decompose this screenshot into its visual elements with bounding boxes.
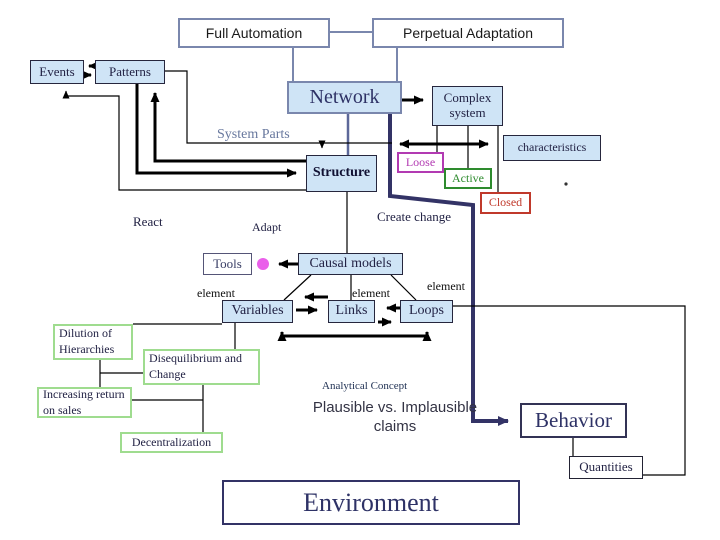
stray-dot [564, 182, 568, 186]
label-system-parts: System Parts [217, 127, 290, 142]
node-patterns: Patterns [95, 60, 165, 84]
node-events: Events [30, 60, 84, 84]
label-analytical-concept: Analytical Concept [322, 380, 408, 392]
thin-connectors [62, 70, 686, 476]
node-network: Network [287, 81, 402, 114]
label-element-variables: element [197, 286, 235, 300]
node-closed: Closed [480, 192, 531, 214]
node-full-automation: Full Automation [178, 18, 330, 48]
node-decentralization: Decentralization [120, 432, 223, 453]
node-variables: Variables [222, 300, 293, 323]
node-links: Links [328, 300, 375, 323]
label-element-links: element [352, 286, 390, 300]
node-dilution-of-hierarchies: Dilution of Hierarchies [53, 324, 133, 360]
label-create-change: Create change [377, 209, 451, 224]
node-characteristics: characteristics [503, 135, 601, 161]
frame-connectors [292, 31, 398, 155]
label-element-loops: element [427, 279, 465, 293]
node-environment: Environment [222, 480, 520, 525]
node-quantities: Quantities [569, 456, 643, 479]
node-causal-models: Causal models [298, 253, 403, 275]
node-disequilibrium-and-change: Disequilibrium and Change [143, 349, 260, 385]
pink-connector-dot [257, 258, 269, 270]
node-increasing-return-on-sales: Increasing return on sales [37, 387, 132, 418]
label-plausible-claims: Plausible vs. Implausible claims [312, 399, 478, 435]
node-behavior: Behavior [520, 403, 627, 438]
node-complex-system: Complex system [432, 86, 503, 126]
thick-arrows [82, 61, 489, 341]
label-react: React [133, 214, 163, 229]
node-loose: Loose [397, 152, 444, 173]
node-tools: Tools [203, 253, 252, 275]
node-loops: Loops [400, 300, 453, 323]
network-to-behavior-line [388, 114, 509, 426]
node-structure: Structure [306, 155, 377, 192]
node-perpetual-adaptation: Perpetual Adaptation [372, 18, 564, 48]
node-active: Active [444, 168, 492, 189]
label-adapt: Adapt [252, 220, 282, 234]
